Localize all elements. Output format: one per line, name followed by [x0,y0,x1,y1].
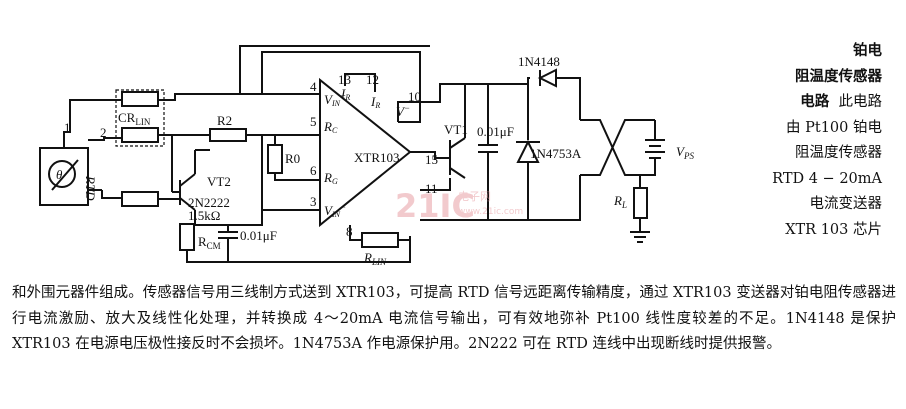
theta-label: θ [56,167,63,182]
zener-label: 1N4753A [530,146,582,161]
pin-rg-label: RG [323,170,338,186]
pin-6-number: 6 [310,163,317,178]
wire-lead-3 [101,190,122,199]
pin-11-number: 11 [425,181,438,196]
cap2-label: 0.01μF [477,124,514,139]
side-line-4: 由 Pt100 铂电 [786,119,882,136]
rlin-resistor [361,232,399,248]
twisted-pair [580,119,655,176]
side-line-3: 电路 此电路 [800,93,882,110]
rtd-label: RTD [83,175,98,201]
line-resistor-3 [121,191,159,207]
pin-vminus-label: V− [396,103,410,119]
pin-vin-minus-label: VIN− [324,202,346,219]
rcm-label: RCM [198,234,221,251]
diode-label: 1N4148 [518,54,560,69]
vps-label: VPS [676,144,694,161]
side-line-2: 阻温度传感器 [795,67,882,85]
pin-5-number: 5 [310,114,317,129]
wire-top-outer [239,45,430,94]
wire-lead-1 [63,99,122,148]
watermark-logo: 21IC 电子网 www.21ic.com [395,187,523,225]
pin-15-number: 15 [425,152,438,167]
cap2 [478,84,498,220]
vt2-label: VT2 [207,174,231,189]
wire-pin11 [420,178,451,191]
pin-10-number: 10 [408,89,421,104]
pin-13-number: 13 [338,72,351,87]
rl-resistor [633,187,648,219]
pin-ir1-label: IR [340,86,350,102]
ground-symbol [630,218,650,243]
diode-1n4148 [527,68,581,120]
wire-pin8 [349,225,362,241]
cap1-label: 0.01μF [240,228,277,243]
rlin-label: RLIN [363,250,387,267]
pin-4-number: 4 [310,79,317,94]
transistor-part-label: 2N2222 [188,195,230,210]
side-line-5: 阻温度传感器 [795,145,882,161]
rcm-resistor [179,223,195,251]
side-line-6: RTD 4 − 20mA [772,170,882,187]
pin-12-number: 12 [366,72,379,87]
node-2-label: 2 [100,125,107,140]
wire-pin13-12 [344,73,376,92]
wire-bottom-rail [420,175,581,221]
wire-rcm-to-chip [195,210,263,226]
pin-ir2-label: IR [370,94,380,110]
side-line-8: XTR 103 芯片 [785,221,882,238]
svg-text:www.21ic.com: www.21ic.com [458,207,523,217]
pin-3-number: 3 [310,194,317,209]
side-line-7: 电流变送器 [809,196,883,212]
line-resistor-2 [121,127,159,143]
r0-resistor [267,144,283,174]
wire-top-loop [261,51,421,123]
side-line-1: 铂电 [853,42,882,59]
vt1-transistor [435,84,466,179]
side-description: 铂电 阻温度传感器 电路 此电路 由 Pt100 铂电 阻温度传感器 RTD 4… [742,38,882,243]
svg-text:21IC: 21IC [395,187,475,225]
vt2-transistor [171,135,210,225]
rtd-sensor [39,139,102,206]
wire-r0 [274,135,320,181]
xtr103-chip [319,77,412,228]
wire-bottom-return [186,236,411,263]
r2-label: R2 [217,113,232,128]
vt1-label: VT1 [444,122,468,137]
wire-lead-2 [102,137,122,141]
svg-text:电子网: 电子网 [458,190,491,203]
zener-diode [516,84,540,220]
rl-label: RL [613,193,627,210]
pin-vin-plus-label: VIN+ [324,91,346,108]
wire-pin10 [397,83,528,122]
cr-lin-box [115,89,165,147]
body-paragraph: 和外围元器件组成。传感器信号用三线制方式送到 XTR103，可提高 RTD 信号… [12,285,896,352]
line-resistor-1 [121,91,159,107]
circuit-diagram: θ RTD CRLIN 2 1 R2 R0 XTR103 VIN+ IR IR … [39,45,694,267]
chip-label: XTR103 [354,150,400,165]
r2-resistor [209,128,247,142]
r0-label: R0 [285,151,300,166]
wire-to-vin-plus [158,93,320,101]
pin-rc-label: RC [323,119,338,135]
cr-lin-label: CRLIN [118,110,151,127]
vps-battery [640,120,665,176]
node-1-label: 1 [64,120,71,135]
rcm-value-label: 1.5kΩ [188,208,220,223]
